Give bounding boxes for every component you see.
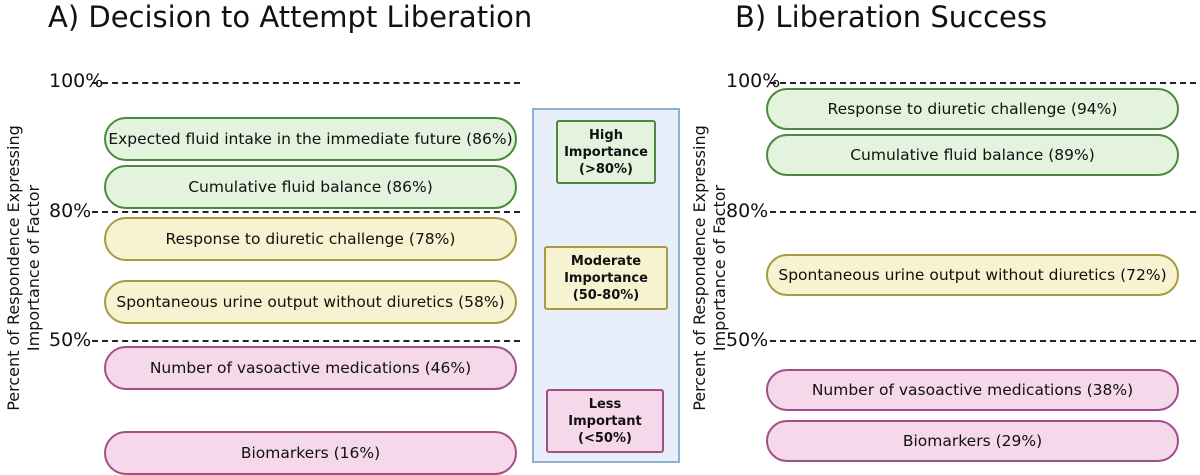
factor-label: Expected fluid intake in the immediate f… — [108, 130, 513, 148]
legend-line: (<50%) — [578, 430, 632, 446]
legend-line: Less — [588, 396, 622, 412]
factor-label: Biomarkers (29%) — [902, 432, 1043, 450]
panel-a-title: A) Decision to Attempt Liberation — [48, 0, 533, 34]
panel-a-gridline-80 — [92, 211, 520, 213]
legend-line: High — [589, 127, 623, 143]
legend-line: Importance — [564, 144, 648, 160]
panel-b-tick-100: 100% — [726, 70, 781, 92]
y-axis-label-line2: Importance of Factor — [710, 184, 729, 352]
panel-a-tick-80: 80% — [49, 200, 92, 222]
panel-a-gridline-100 — [92, 82, 520, 84]
panel-a-factor-pill: Response to diuretic challenge (78%) — [104, 217, 517, 261]
panel-b-factor-pill: Biomarkers (29%) — [766, 420, 1179, 462]
panel-a-y-axis-label: Percent of Respondence Expressing Import… — [4, 118, 44, 418]
panel-a-factor-pill: Spontaneous urine output without diureti… — [104, 280, 517, 324]
panel-b-tick-50: 50% — [726, 329, 769, 351]
legend-moderate-importance: Moderate Importance (50-80%) — [544, 246, 668, 310]
legend-line: (>80%) — [579, 161, 633, 177]
panel-b-factor-pill: Response to diuretic challenge (94%) — [766, 88, 1179, 130]
legend-line: Important — [568, 413, 642, 429]
panel-a-factor-pill: Number of vasoactive medications (46%) — [104, 346, 517, 390]
panel-a-factor-pill: Cumulative fluid balance (86%) — [104, 165, 517, 209]
factor-label: Cumulative fluid balance (86%) — [188, 178, 433, 196]
y-axis-label-line1: Percent of Respondence Expressing — [4, 125, 23, 411]
factor-label: Response to diuretic challenge (94%) — [827, 100, 1118, 118]
panel-a-factor-pill: Expected fluid intake in the immediate f… — [104, 117, 517, 161]
panel-b-factor-pill: Spontaneous urine output without diureti… — [766, 254, 1179, 296]
factor-label: Spontaneous urine output without diureti… — [778, 266, 1167, 284]
factor-label: Number of vasoactive medications (46%) — [149, 359, 472, 377]
panel-a-tick-100: 100% — [49, 70, 104, 92]
legend-line: (50-80%) — [572, 287, 640, 303]
factor-label: Response to diuretic challenge (78%) — [165, 230, 456, 248]
panel-b-factor-pill: Number of vasoactive medications (38%) — [766, 369, 1179, 411]
panel-a-factor-pill: Biomarkers (16%) — [104, 431, 517, 475]
panel-b-title: B) Liberation Success — [735, 0, 1048, 34]
panel-b-tick-80: 80% — [726, 200, 769, 222]
legend-high-importance: High Importance (>80%) — [556, 120, 656, 184]
panel-b-gridline-80 — [770, 211, 1196, 213]
legend-less-important: Less Important (<50%) — [546, 389, 664, 453]
legend-line: Moderate — [570, 253, 642, 269]
panel-b-gridline-100 — [770, 82, 1196, 84]
panel-b-factor-pill: Cumulative fluid balance (89%) — [766, 134, 1179, 176]
panel-a-gridline-50 — [92, 340, 520, 342]
factor-label: Cumulative fluid balance (89%) — [850, 146, 1095, 164]
panel-b-gridline-50 — [770, 340, 1196, 342]
panel-a-tick-50: 50% — [49, 329, 92, 351]
y-axis-label-line2: Importance of Factor — [24, 184, 43, 352]
factor-label: Biomarkers (16%) — [240, 444, 381, 462]
legend-panel: High Importance (>80%) Moderate Importan… — [532, 108, 680, 463]
factor-label: Spontaneous urine output without diureti… — [116, 293, 505, 311]
y-axis-label-line1: Percent of Respondence Expressing — [690, 125, 709, 411]
panel-b-y-axis-label: Percent of Respondence Expressing Import… — [690, 118, 730, 418]
factor-label: Number of vasoactive medications (38%) — [811, 381, 1134, 399]
legend-line: Importance — [564, 270, 648, 286]
